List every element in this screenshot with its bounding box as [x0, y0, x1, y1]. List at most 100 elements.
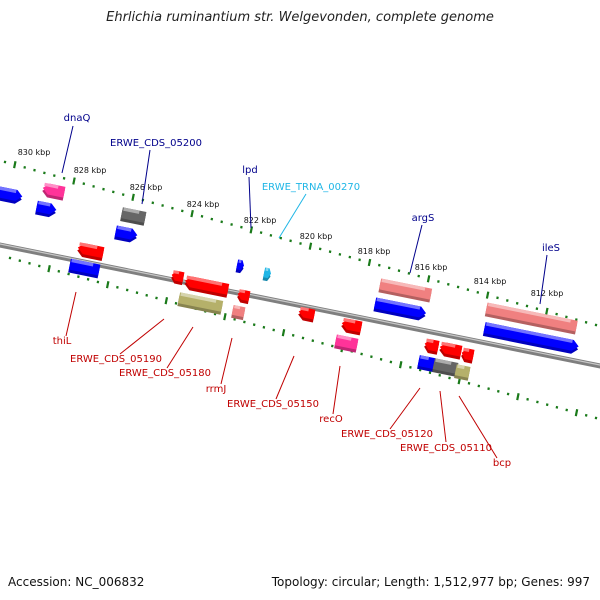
label-rrmj: rrmJ [206, 384, 227, 395]
inner-major-tick [47, 265, 51, 273]
feature-erwe-cds-05150 [298, 306, 316, 323]
inner-minor-tick [330, 344, 334, 348]
leader-line [458, 395, 498, 459]
inner-minor-tick [96, 280, 100, 284]
backbone-highlight [0, 243, 600, 366]
feature-body [237, 289, 251, 302]
genome-summary: Topology: circular; Length: 1,512,977 bp… [271, 575, 590, 589]
inner-minor-tick [28, 261, 31, 265]
inner-major-tick [398, 361, 403, 369]
leader-line [439, 390, 447, 443]
genes-value: 997 [567, 575, 590, 589]
feature-highlight [0, 186, 17, 194]
outer-minor-tick [565, 315, 568, 319]
outer-minor-tick [3, 160, 7, 164]
outer-minor-tick [121, 193, 125, 196]
length-value: 1,512,977 bp [433, 575, 514, 589]
feature-reco [341, 317, 363, 336]
outer-minor-tick [318, 247, 322, 251]
inner-minor-tick [125, 288, 129, 292]
outer-major-tick [426, 275, 431, 283]
label-args: argS [412, 213, 435, 224]
outer-minor-tick [151, 201, 155, 205]
inner-minor-tick [448, 376, 451, 380]
leader-line [61, 125, 74, 174]
feature-salmon-cds [231, 304, 246, 321]
feature-highlight [123, 207, 140, 214]
outer-minor-tick [505, 299, 509, 302]
map-title: Ehrlichia ruminantium str. Welgevonden, … [106, 10, 494, 25]
feature-erwe-cds-05200 [120, 207, 147, 226]
scale-label: 820 kbp [300, 232, 333, 241]
inner-minor-tick [584, 413, 588, 417]
feature-blue-cds [417, 355, 436, 372]
feature-highlight [420, 355, 430, 361]
feature-highlight [265, 267, 269, 272]
feature-erwe-cds-05110 [439, 341, 463, 360]
feature-body [42, 183, 66, 198]
feature-highlight [487, 302, 571, 323]
outer-minor-tick [279, 236, 283, 240]
feature-highlight [239, 289, 246, 294]
scale-label: 816 kbp [415, 263, 448, 272]
feature-highlight [441, 341, 456, 348]
inner-minor-tick [379, 357, 383, 361]
leader-line [539, 254, 548, 305]
feature-pink-cds [334, 334, 359, 353]
feature-erwe-cds-05190 [171, 270, 185, 286]
gene-labels: dnaQERWE_CDS_05200lpdERWE_TRNA_00270argS… [53, 113, 560, 469]
accession-value: NC_006832 [75, 575, 145, 589]
topology-value: circular [331, 575, 377, 589]
outer-minor-tick [52, 174, 56, 177]
outer-minor-tick [220, 220, 224, 224]
feature-dnaq [42, 182, 66, 201]
inner-major-tick [164, 297, 169, 305]
outer-minor-tick [476, 291, 480, 294]
feature-highlight [426, 338, 434, 344]
outer-minor-tick [555, 312, 558, 316]
outer-minor-tick [259, 231, 263, 234]
inner-minor-tick [37, 264, 41, 268]
scale-label: 818 kbp [358, 247, 391, 256]
outer-minor-tick [92, 185, 95, 188]
inner-minor-tick [545, 403, 549, 407]
label-dnaq: dnaQ [64, 113, 91, 124]
outer-minor-tick [535, 307, 539, 311]
feature-highlight [343, 317, 356, 324]
inner-major-tick [105, 281, 110, 289]
leader-line [278, 193, 307, 239]
feature-erwe-cds-05120 [424, 338, 440, 355]
feature-highlight [44, 182, 59, 189]
feature-highlight [300, 306, 309, 312]
outer-minor-tick [33, 168, 36, 172]
inner-minor-tick [86, 277, 90, 281]
outer-minor-tick [407, 272, 411, 275]
feature-body [236, 259, 245, 271]
outer-minor-tick [299, 242, 302, 245]
inner-minor-tick [389, 360, 393, 364]
outer-major-tick [13, 161, 17, 169]
label-erwe-cds-05150: ERWE_CDS_05150 [227, 399, 319, 410]
outer-minor-tick [574, 318, 578, 321]
inner-minor-tick [301, 336, 305, 340]
outer-minor-tick [358, 258, 361, 262]
leader-line [119, 318, 165, 355]
feature-blue-cds [482, 322, 579, 354]
inner-minor-tick [565, 408, 569, 412]
outer-minor-tick [210, 217, 214, 221]
inner-minor-tick [145, 293, 149, 297]
feature-blue-cds [35, 200, 57, 218]
outer-minor-tick [230, 223, 233, 226]
feature-lpd [235, 259, 245, 274]
outer-minor-tick [338, 253, 342, 256]
inner-minor-tick [526, 397, 529, 401]
feature-highlight [180, 292, 217, 303]
label-thil: thiL [53, 336, 72, 347]
feature-body [77, 243, 105, 259]
feature-body [298, 307, 316, 320]
feature-highlight [337, 334, 352, 341]
feature-highlight [186, 275, 223, 286]
label-reco: recO [319, 414, 343, 425]
outer-minor-tick [466, 288, 470, 292]
scale-label: 822 kbp [244, 216, 277, 225]
